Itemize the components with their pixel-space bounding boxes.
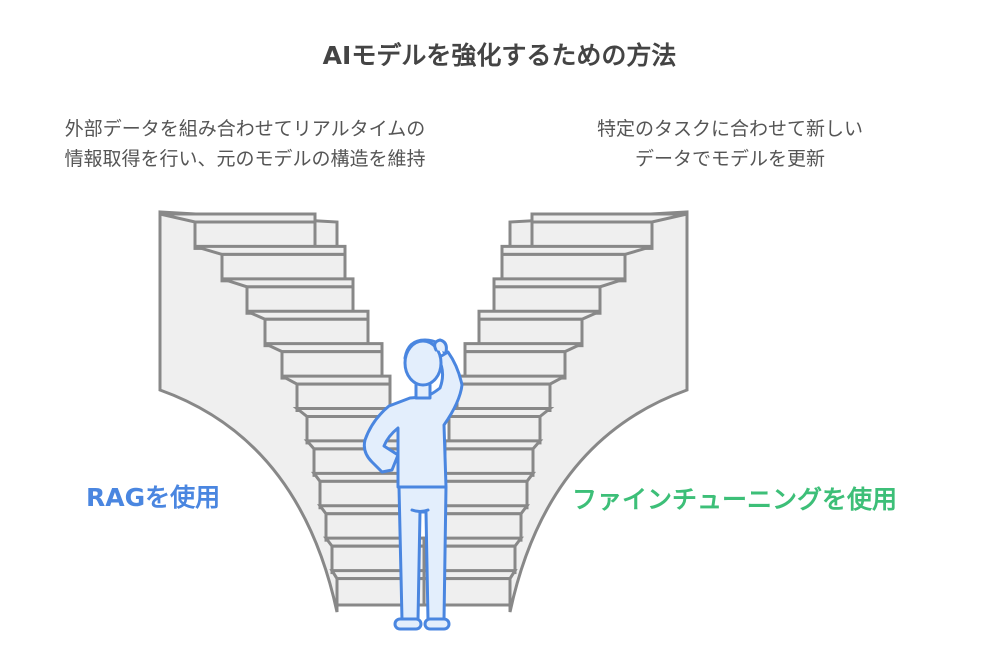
- page-title: AIモデルを強化するための方法: [322, 41, 677, 70]
- stair-step: [220, 252, 347, 283]
- stair-step: [280, 350, 384, 380]
- stair-step: [245, 285, 355, 315]
- rag-description-line: 外部データを組み合わせてリアルタイムの: [64, 118, 426, 140]
- stair-step: [295, 382, 392, 413]
- stair-step: [477, 317, 584, 348]
- stair-step: [500, 252, 627, 283]
- stair-step: [447, 415, 542, 445]
- stair-step: [463, 350, 567, 380]
- stair-step: [492, 285, 602, 315]
- stair-step: [530, 220, 654, 250]
- stair-step: [324, 512, 410, 542]
- rag-description: 外部データを組み合わせてリアルタイムの 情報取得を行い、元のモデルの構造を維持: [20, 114, 470, 174]
- confused-person-icon: [362, 338, 464, 631]
- rag-label: RAGを使用: [86, 483, 221, 512]
- finetuning-label: ファインチューニングを使用: [572, 485, 898, 514]
- rag-description-line: 情報取得を行い、元のモデルの構造を維持: [64, 148, 426, 170]
- stair-step: [193, 220, 317, 250]
- finetuning-description-line: 特定のタスクに合わせて新しい: [596, 118, 863, 140]
- finetuning-description-line: データでモデルを更新: [634, 148, 825, 170]
- stair-step: [440, 479, 529, 510]
- right-staircase: [422, 210, 689, 613]
- stair-step: [263, 317, 370, 348]
- stair-step: [443, 447, 535, 477]
- stair-step: [318, 479, 407, 510]
- stair-step: [437, 512, 523, 542]
- finetuning-description: 特定のタスクに合わせて新しい データでモデルを更新: [540, 114, 920, 174]
- stair-step: [455, 382, 552, 413]
